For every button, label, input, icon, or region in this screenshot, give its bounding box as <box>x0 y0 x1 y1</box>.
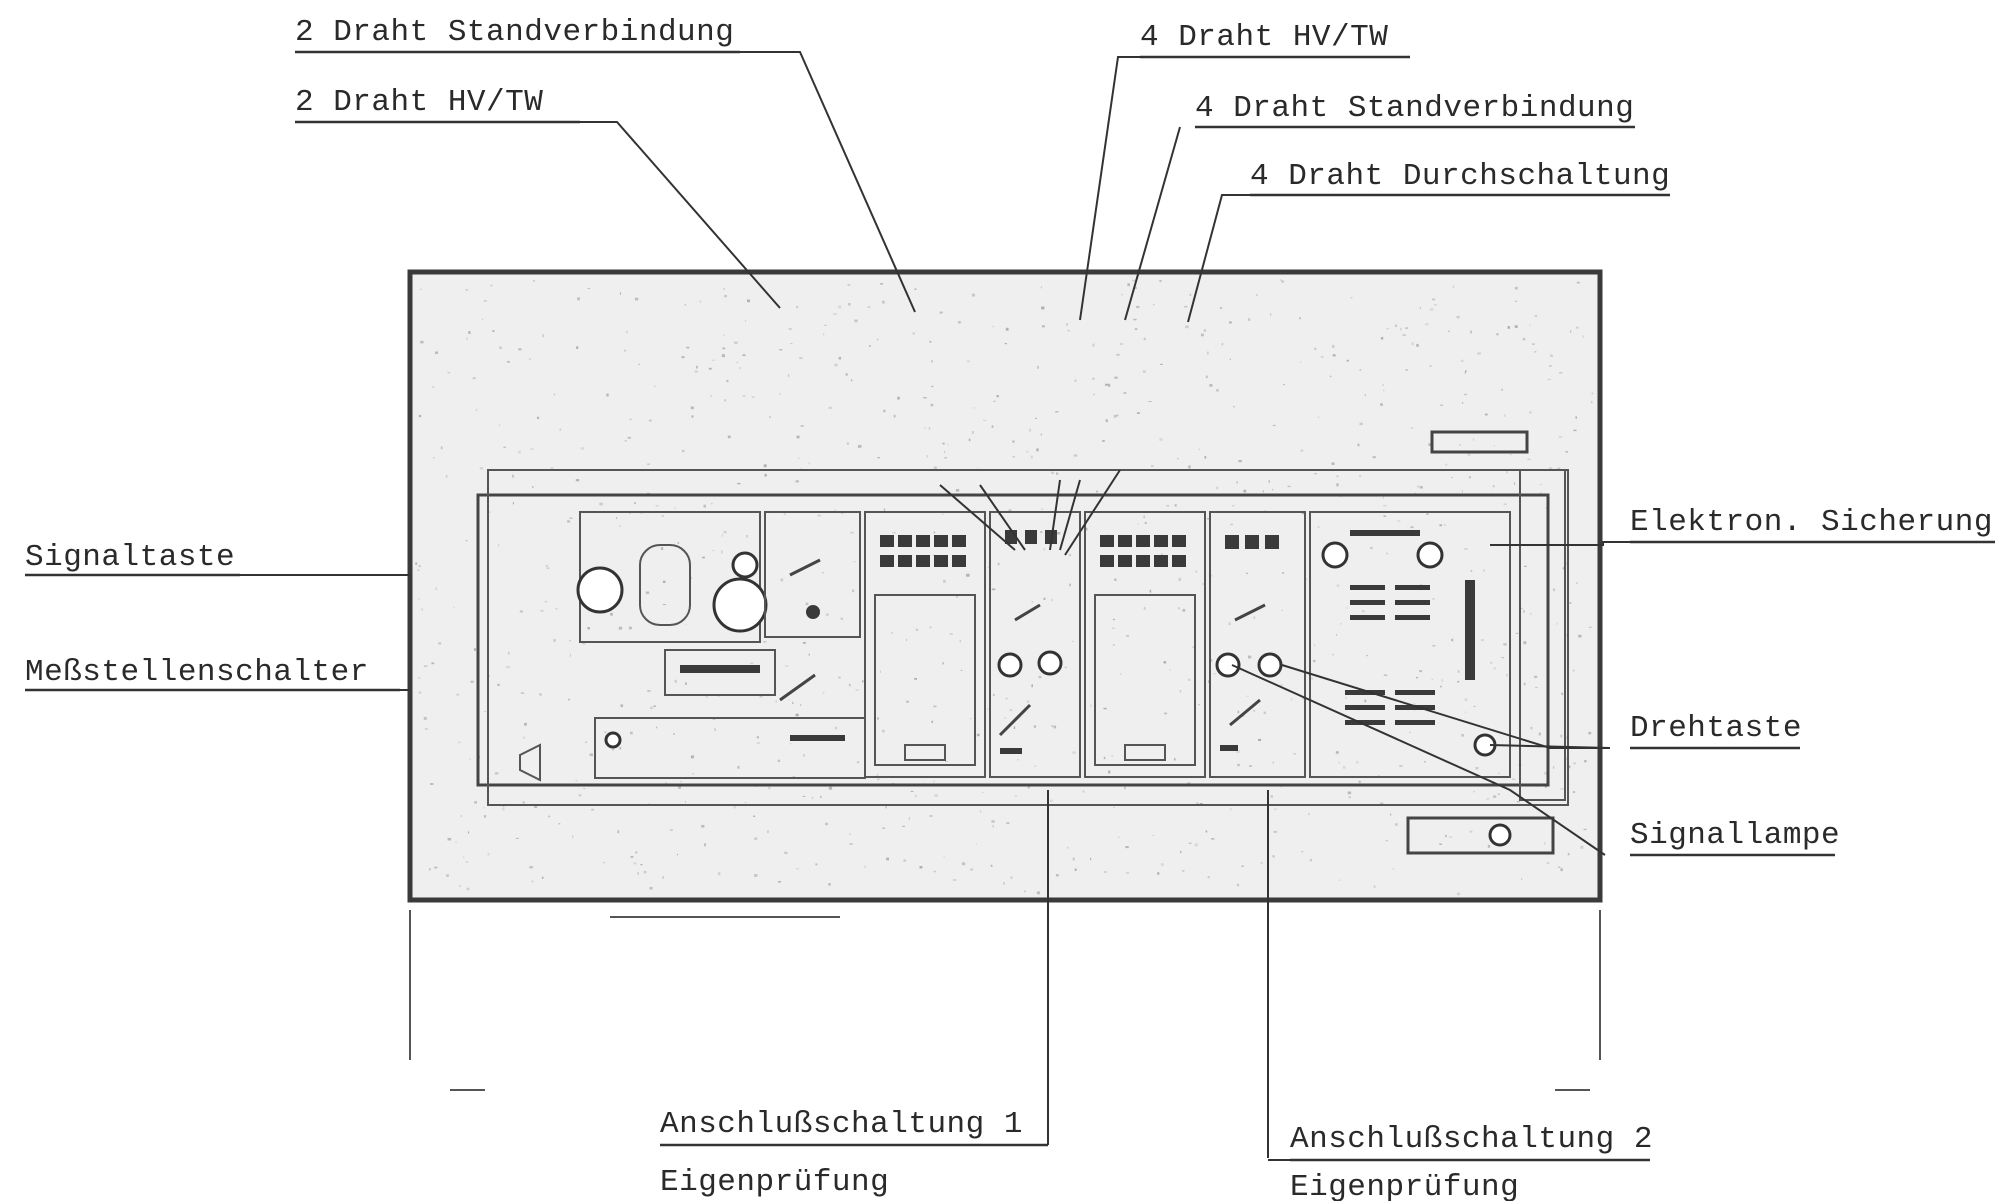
module-1-switch-row <box>880 535 966 567</box>
label-4draht-standverbindung: 4 Draht Standverbindung <box>1195 91 1634 126</box>
anschlussschaltung-2-controls <box>1209 511 1306 778</box>
device-housing <box>407 269 1603 1091</box>
label-elektron-sicherung: Elektron. Sicherung <box>1630 505 1993 540</box>
eigenpruefung-2-switch <box>1229 698 1261 727</box>
label-underlines <box>25 50 1995 1162</box>
label-drehtaste: Drehtaste <box>1630 711 1802 746</box>
anschlussschaltung-1-module <box>864 511 986 778</box>
signaltaste-button <box>712 577 768 633</box>
drehtaste-1-knob <box>997 652 1023 678</box>
label-signallampe: Signallampe <box>1630 818 1840 853</box>
label-eigenpruefung-1: Eigenprüfung <box>660 1165 889 1200</box>
label-4draht-hvtw: 4 Draht HV/TW <box>1140 20 1388 55</box>
label-anschlussschaltung-1: Anschlußschaltung 1 <box>660 1107 1023 1142</box>
label-signaltaste: Signaltaste <box>25 540 235 575</box>
label-2draht-hvtw: 2 Draht HV/TW <box>295 85 543 120</box>
label-2draht-standverbindung: 2 Draht Standverbindung <box>295 15 734 50</box>
module-2-indicator-row <box>1225 535 1279 549</box>
anschlussschaltung-2-module <box>1084 511 1206 778</box>
sicherung-label-rows <box>1345 585 1435 725</box>
module-2-switch-row <box>1100 535 1186 567</box>
drehtaste-2-knob <box>1215 652 1241 678</box>
label-4draht-durchschaltung: 4 Draht Durchschaltung <box>1250 159 1670 194</box>
messstellenschalter-knob <box>779 673 816 702</box>
eigenpruefung-1-switch <box>998 703 1032 737</box>
label-anschlussschaltung-2: Anschlußschaltung 2 <box>1290 1122 1653 1157</box>
label-messstellenschalter: Meßstellenschalter <box>25 655 369 690</box>
label-eigenpruefung-2: Eigenprüfung <box>1290 1170 1519 1201</box>
elektron-sicherung-module <box>1309 511 1511 778</box>
left-control-module <box>519 511 866 782</box>
